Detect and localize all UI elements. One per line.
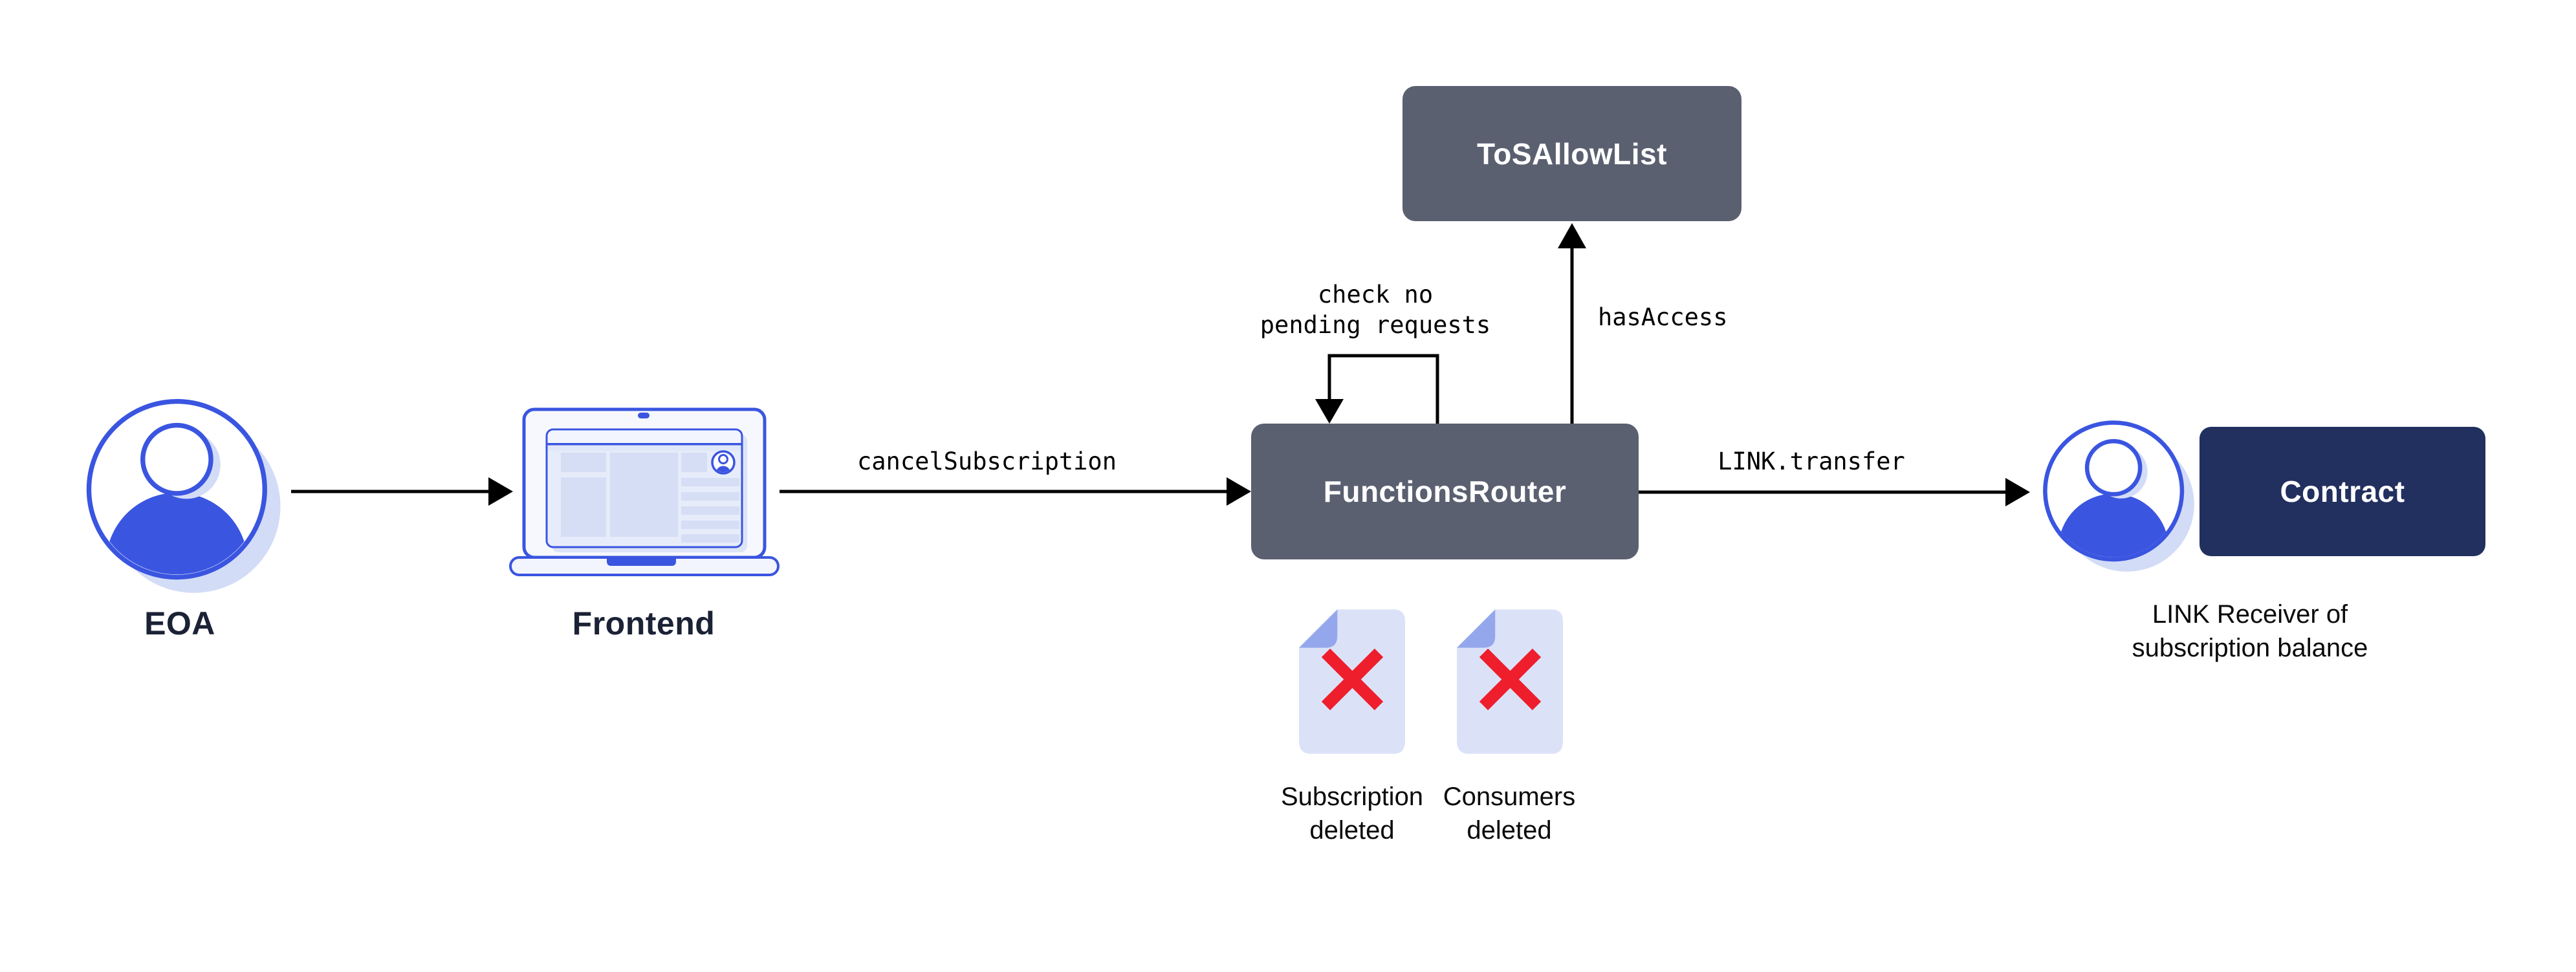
- tos-allow-list-label: ToSAllowList: [1477, 136, 1667, 171]
- laptop-base-notch: [607, 559, 676, 566]
- subscription-deleted-line1: Subscription: [1280, 783, 1424, 811]
- browser-content-placeholders: [561, 453, 739, 543]
- avatar-shoulders: [105, 492, 248, 575]
- red-x-icon: [1321, 648, 1384, 711]
- cancel-subscription-edge-label: cancelSubscription: [857, 448, 1117, 475]
- link-receiver-label-line1: LINK Receiver of: [2152, 600, 2348, 629]
- document-fold: [1298, 609, 1338, 648]
- node-tos-allow-list: ToSAllowList: [1403, 86, 1741, 221]
- browser-topbar: [547, 429, 742, 443]
- link-receiver-label: LINK Receiver of subscription balance: [2121, 598, 2379, 665]
- avatar-head: [140, 422, 213, 496]
- check-pending-line1: check no: [1317, 281, 1434, 308]
- link-receiver-avatar-icon: [2043, 420, 2194, 572]
- eoa-label: EOA: [144, 605, 215, 642]
- frontend-laptop-icon: [509, 407, 780, 576]
- arrow-check-pending-self-loop: [1315, 354, 1439, 424]
- subscription-deleted-document-icon: [1298, 609, 1406, 754]
- browser-subbar: [547, 445, 742, 451]
- subscription-deleted-label: Subscription deleted: [1223, 780, 1481, 847]
- contract-label: Contract: [2280, 475, 2405, 508]
- link-transfer-edge-label: LINK.transfer: [1718, 448, 1905, 475]
- document-fold: [1456, 609, 1496, 648]
- arrow-link-transfer: [1639, 478, 2030, 506]
- avatar-head: [2084, 438, 2143, 497]
- eoa-user-avatar-icon: [86, 399, 281, 593]
- subscription-deleted-line2: deleted: [1309, 816, 1395, 845]
- node-contract: Contract: [2199, 427, 2485, 556]
- browser-topbar-divider: [547, 443, 742, 446]
- arrow-has-access: [1558, 223, 1586, 424]
- red-x-icon: [1479, 648, 1542, 711]
- consumers-deleted-document-icon: [1456, 609, 1564, 754]
- frontend-label: Frontend: [572, 605, 715, 642]
- consumers-deleted-label: Consumers deleted: [1380, 780, 1639, 847]
- consumers-deleted-line1: Consumers: [1443, 783, 1576, 811]
- arrow-cancel-subscription: [780, 477, 1251, 506]
- link-receiver-label-line2: subscription balance: [2132, 634, 2368, 662]
- arrow-eoa-to-frontend: [291, 477, 513, 506]
- check-pending-edge-label: check no pending requests: [1246, 279, 1505, 340]
- laptop-camera: [638, 413, 649, 418]
- functions-router-label: FunctionsRouter: [1323, 475, 1567, 508]
- has-access-edge-label: hasAccess: [1598, 303, 1728, 331]
- node-functions-router: FunctionsRouter: [1251, 424, 1639, 559]
- consumers-deleted-line2: deleted: [1467, 816, 1552, 845]
- check-pending-line2: pending requests: [1260, 311, 1491, 339]
- laptop-base: [509, 556, 780, 576]
- avatar-shoulders: [2058, 493, 2169, 557]
